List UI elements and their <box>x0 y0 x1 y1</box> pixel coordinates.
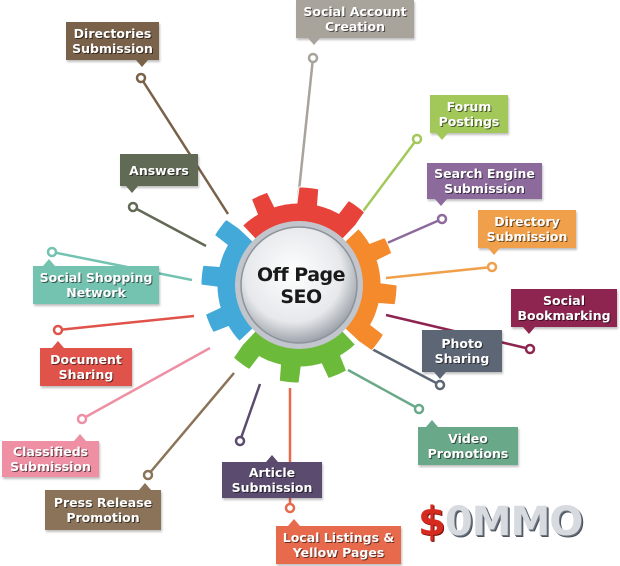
logo-text: 0MMO <box>444 499 583 545</box>
logo-dollar-icon: $ <box>418 499 446 545</box>
connector-dot-directory <box>486 261 498 273</box>
label-local-listings-yellow-pages: Local Listings & Yellow Pages <box>276 519 401 564</box>
connector-dot-document <box>52 324 64 336</box>
label-text: Local Listings & Yellow Pages <box>282 530 395 560</box>
connector-dot-photo <box>434 379 446 391</box>
label-social-bookmarking: Social Bookmarking <box>511 289 617 334</box>
label-text: Social Shopping Network <box>39 270 153 300</box>
connector-line-answers <box>132 205 207 248</box>
label-press-release-promotion: Press Release Promotion <box>45 483 161 530</box>
connector-line-video <box>347 368 420 411</box>
connector-dot-directories <box>135 72 147 84</box>
label-video-promotions: Video Promotions <box>418 420 518 465</box>
connector-dot-search-engine <box>436 213 448 225</box>
label-social-account-creation: Social Account Creation <box>296 0 414 45</box>
gear-hub <box>240 226 358 344</box>
connector-dot-social-account <box>307 52 319 64</box>
label-text: Search Engine Submission <box>434 166 535 196</box>
connector-dot-local-listings <box>284 502 296 514</box>
label-text: Article Submission <box>231 465 313 495</box>
connector-line-press-release <box>147 372 235 476</box>
label-search-engine-submission: Search Engine Submission <box>427 163 542 206</box>
connector-dot-social-bookmarking <box>524 343 536 355</box>
label-text: Answers <box>129 162 189 178</box>
connector-dot-press-release <box>142 469 154 481</box>
connector-line-social-account <box>296 57 315 201</box>
label-text: Document Sharing <box>50 352 122 382</box>
label-text: Photo Sharing <box>434 336 490 366</box>
label-answers: Answers <box>120 154 198 193</box>
label-forum-postings: Forum Postings <box>430 95 508 140</box>
label-text: Social Bookmarking <box>517 293 611 323</box>
label-text: Classifieds Submission <box>10 444 91 474</box>
connector-line-search-engine <box>377 217 443 249</box>
connector-dot-forum <box>411 133 423 145</box>
label-classifieds-submission: Classifieds Submission <box>2 434 99 477</box>
connector-line-photo <box>369 346 441 387</box>
center-title-line1: Off Page <box>256 264 346 286</box>
watermark-logo: $0MMO <box>418 499 583 545</box>
connector-dot-classifieds <box>76 413 88 425</box>
label-text: Social Account Creation <box>303 4 407 34</box>
connector-line-forum <box>356 138 419 219</box>
connector-dot-answers <box>127 201 139 213</box>
center-title: Off Page SEO <box>238 264 364 308</box>
connector-dot-social-shopping <box>46 246 58 258</box>
label-text: Directory Submission <box>486 214 568 244</box>
connector-line-document <box>57 314 195 332</box>
label-text: Forum Postings <box>438 99 500 129</box>
label-article-submission: Article Submission <box>222 455 322 498</box>
label-text: Video Promotions <box>427 431 509 461</box>
connector-line-article <box>238 383 262 442</box>
connector-dot-article <box>234 435 246 447</box>
connector-line-classifieds <box>81 346 211 421</box>
label-photo-sharing: Photo Sharing <box>422 330 502 379</box>
label-text: Directories Submission <box>72 26 153 56</box>
label-document-sharing: Document Sharing <box>40 341 132 386</box>
label-social-shopping-network: Social Shopping Network <box>33 259 159 304</box>
label-text: Press Release Promotion <box>53 495 153 525</box>
center-title-line2: SEO <box>280 286 322 308</box>
connector-line-directory <box>385 265 493 280</box>
label-directories-submission: Directories Submission <box>66 22 159 67</box>
connector-line-directories <box>139 77 230 215</box>
connector-dot-video <box>413 403 425 415</box>
label-directory-submission: Directory Submission <box>478 210 576 255</box>
gear-icon <box>200 186 398 384</box>
